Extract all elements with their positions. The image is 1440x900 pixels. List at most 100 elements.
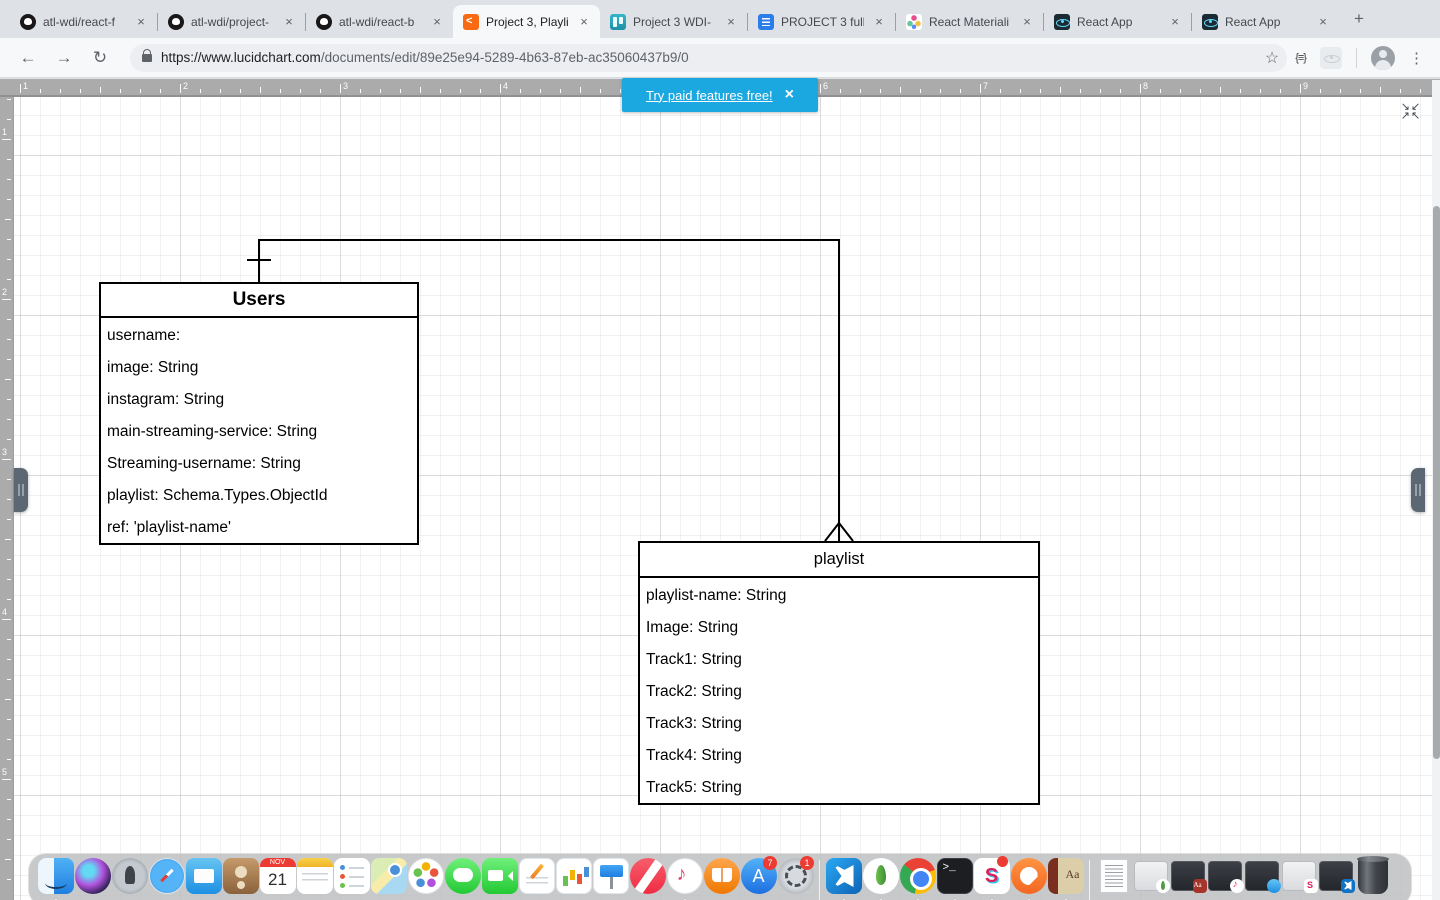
dock-separator — [1089, 860, 1090, 900]
dock-item-minimized-window-dictionary[interactable] — [1169, 858, 1207, 900]
entity-playlist-title[interactable]: playlist — [640, 543, 1038, 578]
relationship-connector[interactable] — [14, 97, 1432, 900]
dock-item-photos[interactable] — [407, 858, 444, 900]
refresh-button[interactable]: ↻ — [92, 47, 108, 67]
collapse-view-icon[interactable]: ↘↙↗↖ — [1400, 101, 1422, 122]
tab-close-icon[interactable]: × — [875, 13, 883, 29]
dock-item-launchpad[interactable] — [111, 858, 148, 900]
ruler-tick — [7, 839, 11, 840]
entity-users-title[interactable]: Users — [101, 284, 417, 318]
dock-item-numbers[interactable] — [555, 858, 592, 900]
entity-field-row[interactable]: Image: String — [646, 619, 739, 636]
browser-tab-3[interactable]: atl-wdi/react-b× — [306, 5, 453, 38]
dock-item-notes[interactable] — [296, 858, 333, 900]
dock-item-pages[interactable] — [518, 858, 555, 900]
dock-item-maps[interactable] — [370, 858, 407, 900]
entity-users[interactable]: Users username: image: String instagram: S… — [99, 282, 419, 545]
banner-close-icon[interactable]: × — [784, 86, 795, 103]
dock-item-reminders[interactable] — [333, 858, 370, 900]
trial-banner-link[interactable]: Try paid features free! — [645, 87, 773, 103]
entity-field-row[interactable]: playlist-name: String — [646, 587, 787, 604]
entity-field-row[interactable]: Track5: String — [646, 779, 742, 796]
browser-tab-6[interactable]: PROJECT 3 full× — [748, 5, 895, 38]
dock-item-system-preferences[interactable]: 1 — [777, 856, 814, 900]
dock-item-books[interactable] — [703, 858, 740, 900]
browser-tab-2[interactable]: atl-wdi/project-× — [158, 5, 305, 38]
terminal-icon — [936, 858, 973, 894]
entity-field-row[interactable]: playlist: Schema.Types.ObjectId — [107, 487, 328, 504]
dock-item-minimized-window-slack[interactable] — [1280, 858, 1318, 900]
dock-item-vscode[interactable] — [825, 858, 862, 900]
tab-close-icon[interactable]: × — [1023, 13, 1031, 29]
entity-field-row[interactable]: Track3: String — [646, 715, 742, 732]
browser-tab-7[interactable]: React Materiali× — [896, 5, 1043, 38]
dock-item-messages[interactable] — [444, 858, 481, 900]
entity-field-row[interactable]: Track2: String — [646, 683, 742, 700]
left-panel-handle[interactable] — [14, 468, 28, 512]
vertical-scrollbar-track[interactable] — [1432, 80, 1440, 900]
tab-close-icon[interactable]: × — [727, 13, 735, 29]
dock-item-app-store[interactable]: 7 — [740, 856, 777, 900]
ruler-number: 4 — [2, 607, 8, 617]
entity-field-row[interactable]: main-streaming-service: String — [107, 423, 318, 440]
dock-item-trash[interactable] — [1354, 856, 1391, 900]
browser-tab-8[interactable]: React App× — [1044, 5, 1191, 38]
right-panel-handle[interactable] — [1411, 468, 1425, 512]
dock-item-mail[interactable] — [185, 858, 222, 900]
entity-field-row[interactable]: image: String — [107, 359, 199, 376]
dock-item-minimized-window-vscode[interactable] — [1317, 858, 1355, 900]
dock-item-minimized-window-mail[interactable] — [1243, 858, 1281, 900]
profile-avatar[interactable] — [1371, 45, 1395, 70]
dock-item-minimized-document[interactable] — [1095, 858, 1132, 900]
browser-tab-9[interactable]: React App× — [1192, 5, 1339, 38]
dock-item-safari[interactable] — [148, 858, 185, 900]
vertical-scrollbar-thumb[interactable] — [1432, 206, 1440, 759]
tab-close-icon[interactable]: × — [1171, 13, 1179, 29]
diagram-canvas[interactable]: Users username: image: String instagram: S… — [14, 97, 1432, 900]
back-button[interactable]: ← — [19, 47, 37, 67]
browser-menu-icon[interactable]: ⋮ — [1409, 49, 1424, 67]
dock-item-mongodb[interactable] — [862, 858, 899, 900]
dock-item-siri[interactable] — [74, 858, 111, 900]
react-devtools-extension-icon[interactable] — [1320, 46, 1342, 69]
dock-item-postman[interactable] — [1010, 858, 1047, 900]
dock-item-chrome[interactable] — [899, 858, 936, 900]
ruler-tick — [7, 819, 11, 820]
dock-item-dictionary[interactable] — [1047, 858, 1084, 900]
tab-close-icon[interactable]: × — [580, 13, 588, 29]
forward-button[interactable]: → — [55, 47, 73, 67]
dictionary-badge-icon — [1192, 879, 1207, 893]
dock-item-itunes[interactable] — [666, 858, 703, 900]
entity-field-row[interactable]: Track4: String — [646, 747, 742, 764]
tab-close-icon[interactable]: × — [137, 13, 145, 29]
browser-tab-1[interactable]: atl-wdi/react-f× — [10, 5, 157, 38]
dock-item-terminal[interactable] — [936, 858, 973, 900]
entity-field-row[interactable]: ref: 'playlist-name' — [107, 519, 231, 536]
dock-item-slack[interactable] — [973, 856, 1010, 900]
json-extension-icon[interactable]: {≡} — [1295, 51, 1307, 64]
address-bar[interactable]: https://www.lucidchart.com/documents/edi… — [130, 43, 1288, 72]
new-tab-button[interactable]: + — [1354, 9, 1364, 28]
dock-item-minimized-window-itunes[interactable] — [1206, 858, 1244, 900]
dock-item-finder[interactable] — [37, 858, 74, 900]
dock-item-news[interactable] — [629, 858, 666, 900]
dock-item-facetime[interactable] — [481, 858, 518, 900]
tab-close-icon[interactable]: × — [1319, 13, 1327, 29]
entity-field-row[interactable]: instagram: String — [107, 391, 225, 408]
dock-item-keynote[interactable] — [592, 858, 629, 900]
tab-close-icon[interactable]: × — [285, 13, 293, 29]
browser-tab-4[interactable]: Project 3, Playli× — [453, 5, 600, 38]
notification-badge — [997, 856, 1008, 867]
browser-tab-5[interactable]: Project 3 WDI-× — [600, 5, 747, 38]
entity-field-row[interactable]: Track1: String — [646, 651, 742, 668]
bookmark-star-icon[interactable]: ☆ — [1264, 49, 1280, 67]
dock-item-minimized-window-mongodb[interactable] — [1132, 858, 1170, 900]
tab-close-icon[interactable]: × — [433, 13, 441, 29]
react-favicon — [1202, 13, 1218, 30]
entity-field-row[interactable]: Streaming-username: String — [107, 455, 301, 472]
entity-field-row[interactable]: username: — [107, 327, 181, 344]
dock-item-contacts[interactable] — [222, 858, 259, 900]
